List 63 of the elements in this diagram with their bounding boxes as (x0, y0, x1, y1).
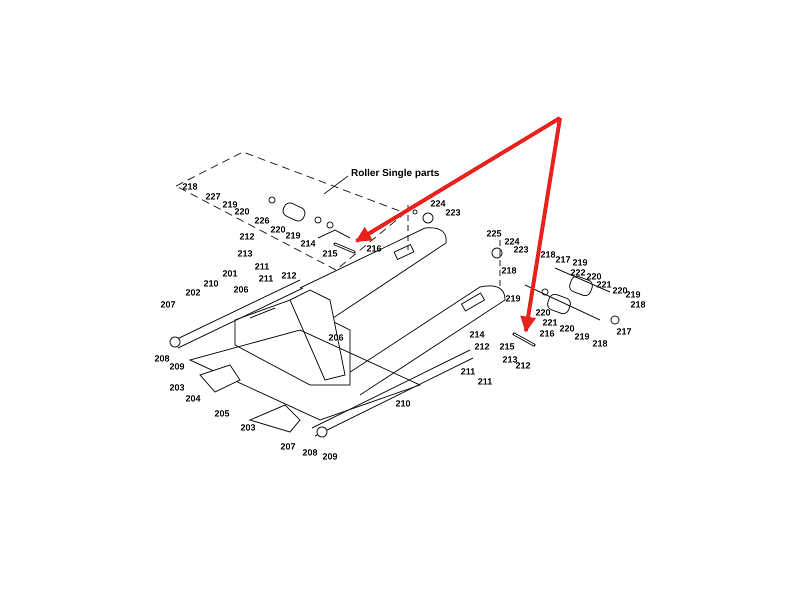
callout-number: 216 (539, 330, 555, 338)
callout-number: 216 (366, 244, 382, 254)
callout-number: 206 (233, 286, 249, 294)
callout-number: 214 (300, 240, 316, 248)
callout-number: 210 (395, 400, 411, 408)
callout-number: 218 (592, 340, 608, 348)
callout-number: 208 (154, 354, 170, 364)
callout-number: 203 (240, 424, 256, 432)
callout-number: 222 (570, 268, 586, 278)
callout-number: 211 (254, 262, 270, 272)
callout-number: 224 (430, 200, 446, 208)
callout-number: 208 (302, 448, 318, 458)
callout-number: 207 (280, 442, 296, 452)
callout-number: 212 (515, 362, 531, 370)
callout-number: 223 (445, 208, 461, 218)
callout-number: 225 (486, 230, 502, 238)
callout-number: 224 (504, 238, 520, 246)
callout-number: 220 (612, 286, 628, 296)
callout-number: 209 (169, 362, 185, 372)
callout-number: 201 (222, 270, 238, 278)
callout-number: 202 (185, 288, 201, 298)
arrow (355, 116, 562, 243)
callout-number: 215 (322, 250, 338, 258)
callout-number: 218 (540, 250, 556, 260)
callout-number: 211 (258, 274, 274, 284)
callout-number: 203 (169, 384, 185, 392)
callout-number: 219 (222, 200, 238, 210)
callout-number: 220 (270, 226, 286, 234)
callout-number: 217 (555, 256, 571, 264)
callout-number: 213 (237, 250, 253, 258)
callout-number: 207 (160, 300, 176, 310)
callout-number: 209 (322, 452, 338, 462)
callout-number: 220 (234, 208, 250, 216)
callout-number: 205 (214, 410, 230, 418)
callout-number: 221 (542, 318, 558, 328)
callout-number: 219 (574, 332, 590, 342)
callout-number: 219 (285, 232, 301, 240)
callout-number: 210 (203, 280, 219, 288)
callout-number: 221 (596, 280, 612, 290)
callout-number: 212 (474, 342, 490, 352)
callout-number: 219 (505, 294, 521, 304)
callout-number: 211 (460, 368, 476, 376)
callout-number: 218 (182, 182, 198, 192)
callout-number: 219 (572, 258, 588, 268)
callout-number: 211 (478, 378, 492, 386)
callout-number: 218 (501, 266, 517, 276)
callout-number: 217 (616, 328, 632, 336)
callout-number: 212 (239, 232, 255, 242)
callout-number: 220 (535, 308, 551, 318)
callout-number: 218 (630, 300, 646, 310)
callout-number: 212 (281, 272, 297, 280)
callout-number: 213 (502, 356, 518, 364)
arrow (520, 118, 562, 333)
callout-number: 215 (499, 342, 515, 352)
group-title: Roller Single parts (351, 167, 440, 181)
callout-number: 223 (513, 246, 529, 254)
callout-number: 214 (469, 330, 485, 340)
callout-number: 227 (205, 192, 221, 202)
callout-number: 204 (185, 394, 201, 404)
callout-number: 220 (586, 272, 602, 282)
callout-number: 219 (625, 290, 641, 300)
callout-number: 220 (559, 324, 575, 334)
callout-number: 226 (254, 216, 270, 226)
